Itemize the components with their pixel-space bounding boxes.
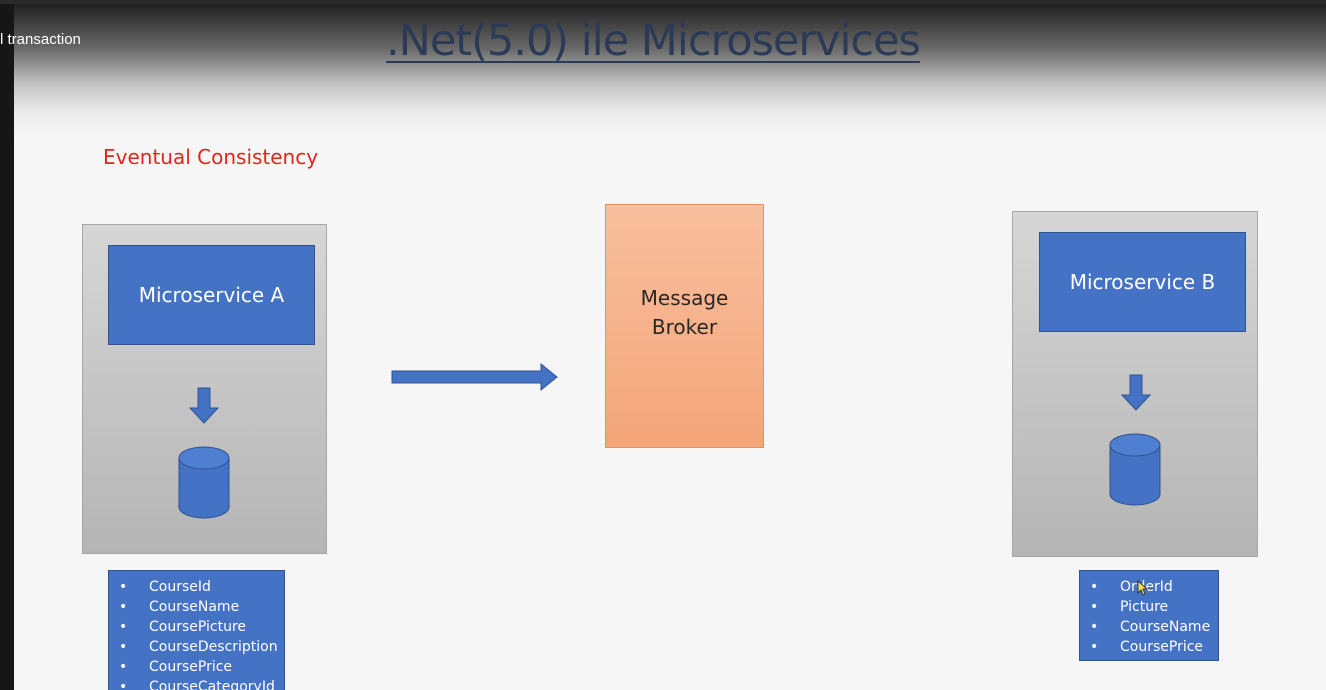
list-item: CoursePrice: [119, 657, 274, 677]
list-item: CoursePicture: [119, 617, 274, 637]
list-item: OrderId: [1090, 577, 1208, 597]
list-item: CoursePrice: [1090, 637, 1208, 657]
broker-label-line-2: Broker: [651, 315, 718, 339]
list-item: Picture: [1090, 597, 1208, 617]
list-item: CourseDescription: [119, 637, 278, 657]
message-broker-box: Message Broker: [605, 204, 764, 448]
slide-title: .Net(5.0) ile Microservices: [386, 16, 921, 66]
list-item: CourseName: [119, 597, 274, 617]
list-item: CourseCategoryId: [119, 677, 275, 690]
right-arrow-icon: [391, 362, 558, 392]
list-item: CourseId: [119, 577, 274, 597]
service-a-box: Microservice A: [108, 245, 315, 345]
video-chapter-caption: l transaction: [0, 31, 81, 48]
player-top-edge: [0, 0, 1326, 4]
service-b-box: Microservice B: [1039, 232, 1246, 332]
service-b-field-list: OrderId Picture CourseName CoursePrice: [1079, 570, 1219, 661]
database-cylinder-icon: [1109, 433, 1161, 506]
service-a-field-list: CourseId CourseName CoursePicture Course…: [108, 570, 285, 690]
list-item: CourseName: [1090, 617, 1210, 637]
slide-subtitle: Eventual Consistency: [103, 145, 319, 169]
mouse-pointer-icon: [1137, 580, 1149, 596]
down-arrow-icon: [1120, 374, 1152, 411]
down-arrow-icon: [188, 387, 220, 424]
database-cylinder-icon: [178, 446, 230, 519]
player-left-edge: [0, 0, 14, 690]
broker-label-line-1: Message: [640, 286, 729, 310]
